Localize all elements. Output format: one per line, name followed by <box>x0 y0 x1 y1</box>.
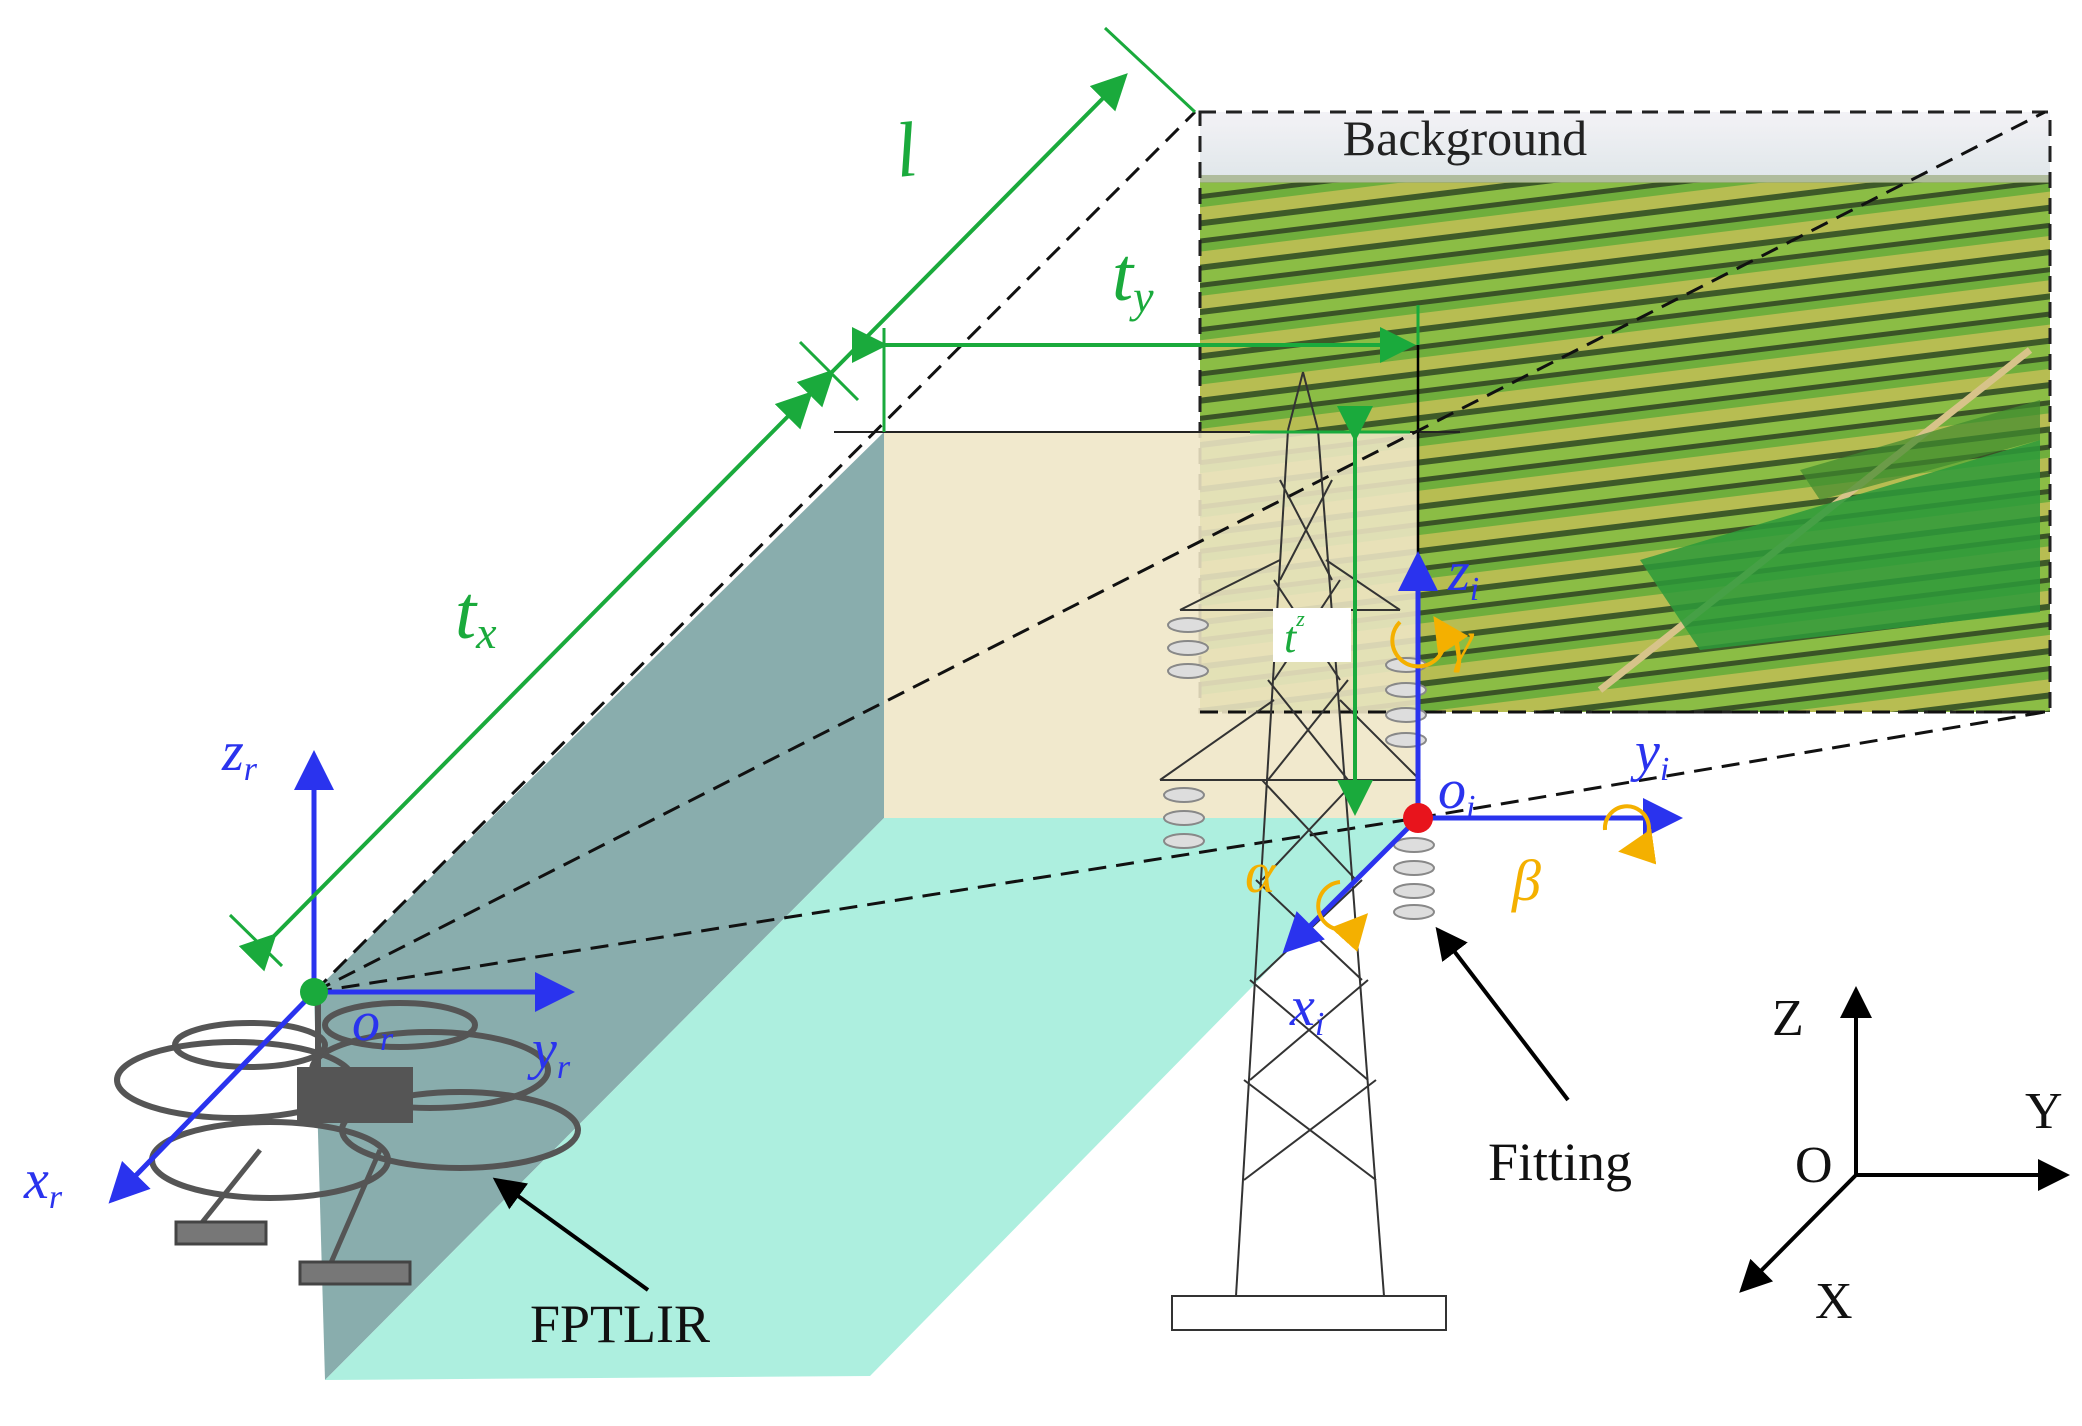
or-label: or <box>352 991 394 1058</box>
fitting-pointer <box>1435 926 1570 1102</box>
xr-axis <box>108 990 316 1204</box>
gamma-label: γ <box>1450 608 1475 673</box>
fptlir-pointer <box>492 1177 650 1292</box>
l-dimension <box>796 73 1128 408</box>
gamma-rotation-icon <box>1390 615 1469 669</box>
yi-label: yi <box>1630 721 1669 788</box>
alpha-label: α <box>1245 840 1277 905</box>
background-label: Background <box>1343 110 1587 166</box>
zr-label: zr <box>221 721 258 788</box>
world-y-label: Y <box>2025 1083 2063 1140</box>
oi-label: oi <box>1438 759 1475 826</box>
xi-label: xi <box>1289 976 1324 1043</box>
world-x-label: X <box>1815 1273 1853 1330</box>
tz-label-box <box>1273 608 1351 662</box>
zi-label: zi <box>1447 541 1479 608</box>
yr-label: yr <box>527 1019 571 1086</box>
world-o-label: O <box>1795 1137 1833 1194</box>
fitting-label: Fitting <box>1488 1132 1632 1192</box>
world-z-label: Z <box>1772 990 1804 1047</box>
drone-origin <box>300 978 328 1006</box>
fitting-frame-axes <box>1282 551 1683 954</box>
tx-dimension <box>238 391 813 972</box>
drone-fptlir <box>114 1000 581 1286</box>
l-label: l <box>890 105 921 194</box>
back-plane <box>884 432 1418 818</box>
ty-label: ty <box>1112 233 1154 322</box>
world-x-axis <box>1739 1173 1858 1293</box>
callout-arrows <box>492 926 1570 1292</box>
beta-label: β <box>1511 848 1541 913</box>
xi-axis <box>1282 816 1420 954</box>
beta-rotation-icon <box>1602 804 1657 865</box>
tx-label: tx <box>455 571 497 658</box>
world-frame-axes <box>1739 986 2070 1293</box>
xr-label: xr <box>23 1149 63 1216</box>
bottom-plane <box>325 818 1418 1380</box>
fitting-origin <box>1403 803 1433 833</box>
tz-label: tz <box>1284 606 1305 662</box>
projection-planes <box>314 310 1460 1380</box>
rotation-arrows <box>1316 615 1657 952</box>
dimension-lines <box>228 26 1420 972</box>
alpha-rotation-icon <box>1316 880 1369 952</box>
fptlir-label: FPTLIR <box>530 1294 710 1354</box>
